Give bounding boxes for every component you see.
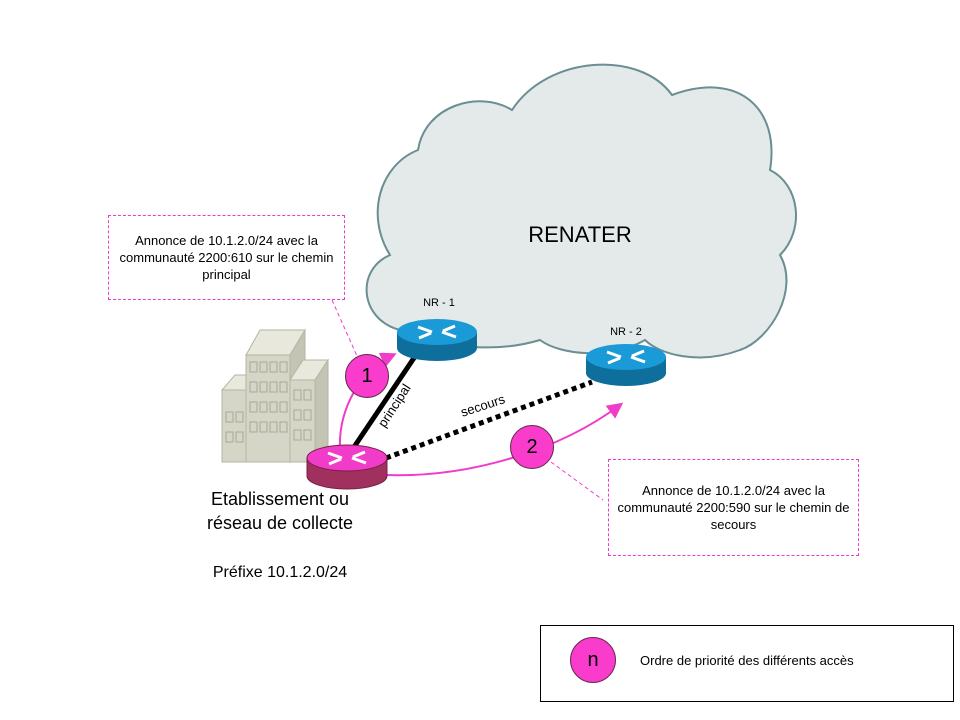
site-label: Etablissement ou réseau de collecte <box>206 489 354 533</box>
callout-principal-text: Annonce de 10.1.2.0/24 avec la communaut… <box>119 233 334 282</box>
announce-arrow-secours <box>384 402 624 477</box>
callout-1-pointer <box>331 299 358 357</box>
link-secours[interactable] <box>385 379 593 461</box>
router-arrows-icon <box>417 324 457 340</box>
router-nr1-label: NR - 1 <box>423 297 455 309</box>
router-nr1[interactable] <box>397 319 477 361</box>
router-arrows-icon <box>606 349 646 365</box>
legend-text: Ordre de priorité des différents accès <box>640 653 854 668</box>
router-nr2[interactable] <box>586 344 666 386</box>
site-prefix: Préfixe 10.1.2.0/24 <box>212 564 348 581</box>
callout-principal: Annonce de 10.1.2.0/24 avec la communaut… <box>108 215 345 300</box>
router-site[interactable] <box>306 444 388 490</box>
priority-badge-1: 1 <box>345 354 389 398</box>
callout-secours: Annonce de 10.1.2.0/24 avec la communaut… <box>608 459 859 556</box>
legend-badge: n <box>570 637 616 683</box>
cloud-title: RENATER <box>528 222 632 247</box>
priority-badge-2: 2 <box>510 425 554 469</box>
callout-2-pointer <box>550 461 604 501</box>
callout-secours-text: Annonce de 10.1.2.0/24 avec la communaut… <box>617 483 850 532</box>
router-nr2-label: NR - 2 <box>610 326 642 338</box>
renater-cloud <box>365 63 797 359</box>
legend-box <box>540 625 954 702</box>
building-icon <box>220 328 329 464</box>
link-principal[interactable] <box>349 350 421 452</box>
router-arrows-icon <box>327 450 367 466</box>
